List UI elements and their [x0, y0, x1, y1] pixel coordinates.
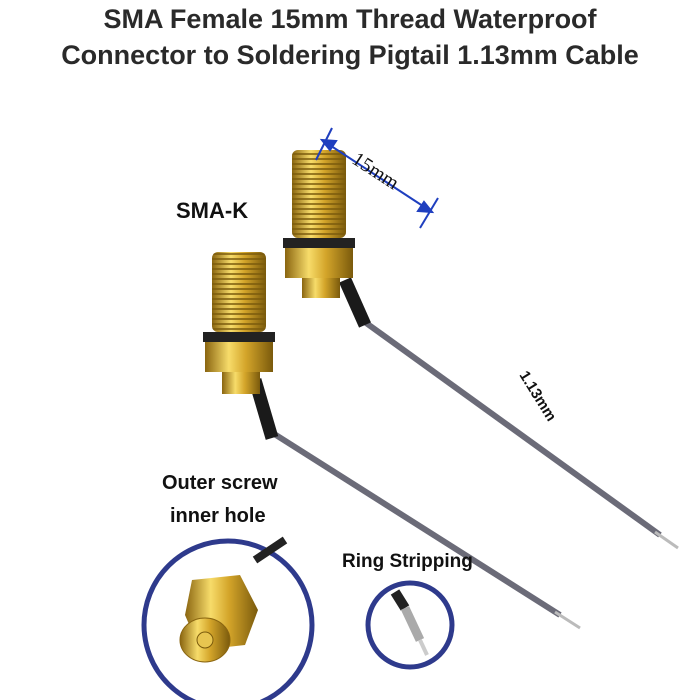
connector-right — [283, 150, 355, 298]
title-line-2: Connector to Soldering Pigtail 1.13mm Ca… — [61, 40, 639, 70]
callout-label-line-2: inner hole — [170, 505, 266, 527]
callout-ring-stripping — [365, 580, 455, 670]
cable-right-sleeve — [339, 277, 371, 328]
callout-label-line-1: Outer screw — [162, 472, 278, 494]
connector-type-label: SMA-K — [176, 198, 249, 223]
title-line-1: SMA Female 15mm Thread Waterproof — [103, 4, 597, 34]
ring-stripping-label: Ring Stripping — [342, 551, 473, 572]
connector-left — [203, 252, 275, 394]
cable-left — [266, 427, 562, 618]
cable-right — [360, 317, 662, 538]
callout-outer-screw — [141, 536, 315, 700]
dimension-arrow — [315, 127, 439, 229]
